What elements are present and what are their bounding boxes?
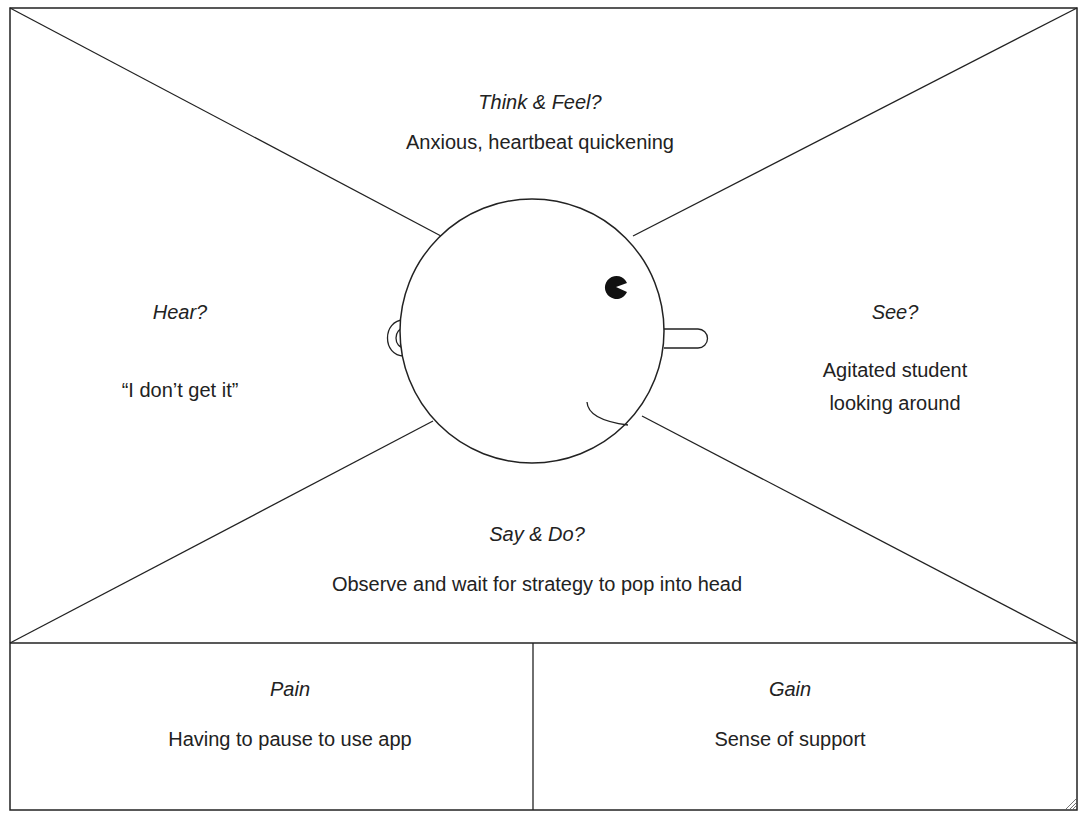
quadrant-heading: Gain	[769, 677, 811, 701]
face-head	[400, 199, 664, 463]
outer-frame	[10, 8, 1077, 810]
divider-line	[532, 643, 533, 810]
quadrant-heading: Think & Feel?	[478, 90, 601, 114]
divider-line	[10, 8, 441, 236]
quadrant-heading: Say & Do?	[489, 522, 585, 546]
quadrant-heading: See?	[872, 300, 919, 324]
see-quadrant: See? Agitated student looking around	[800, 300, 990, 420]
face-smile	[587, 402, 628, 425]
quadrant-text: Agitated student looking around	[800, 354, 990, 420]
face-nose	[664, 329, 708, 348]
quadrant-text: Anxious, heartbeat quickening	[406, 126, 674, 159]
face-eye	[605, 276, 627, 299]
hear-quadrant: Hear? “I don’t get it”	[50, 300, 310, 407]
resize-grip	[1073, 806, 1076, 809]
gain-panel: GainSense of support	[580, 677, 1000, 756]
say-do-quadrant: Say & Do? Observe and wait for strategy t…	[217, 522, 857, 601]
quadrant-text: Having to pause to use app	[168, 723, 412, 756]
think-feel-quadrant: Think & Feel? Anxious, heartbeat quickeni…	[330, 90, 750, 159]
divider-line	[633, 8, 1077, 236]
pain-panel: PainHaving to pause to use app	[80, 677, 500, 756]
divider-line	[10, 642, 1077, 644]
quadrant-text: Observe and wait for strategy to pop int…	[332, 568, 742, 601]
quadrant-text: “I don’t get it”	[122, 374, 239, 407]
quadrant-text: Sense of support	[714, 723, 865, 756]
divider-line	[10, 421, 433, 643]
quadrant-heading: Hear?	[153, 300, 207, 324]
resize-grip	[1066, 799, 1076, 809]
divider-line	[642, 416, 1077, 643]
quadrant-heading: Pain	[270, 677, 310, 701]
resize-grip	[1070, 803, 1076, 809]
